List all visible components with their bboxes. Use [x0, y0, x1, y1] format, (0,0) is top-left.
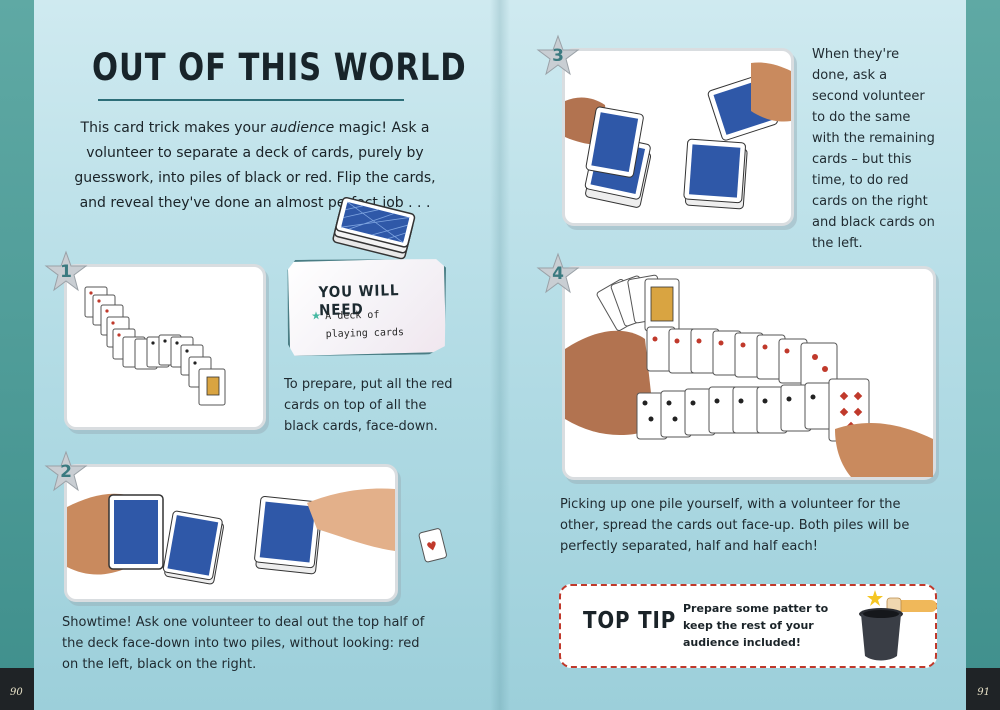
card-ribbon-illustration: [84, 286, 226, 406]
small-card-icon: ♥: [418, 528, 447, 563]
step-2-panel: [64, 464, 398, 602]
intro-emphasis: audience: [270, 120, 335, 136]
book-spine: [490, 0, 510, 710]
step-1-badge: 1: [44, 250, 88, 294]
you-will-need-card: YOU WILL NEED ★ A deck of playing cards: [286, 256, 449, 358]
dealing-piles-illustration: [67, 488, 395, 585]
step-3-badge: 3: [536, 34, 580, 78]
svg-text:♥: ♥: [425, 538, 439, 554]
top-tip-text: Prepare some patter to keep the rest of …: [683, 602, 829, 649]
title-underline: [98, 99, 404, 101]
star-bullet-icon: ★: [311, 309, 322, 323]
star-badge-icon: [44, 450, 88, 492]
step-1-caption: To prepare, put all the red cards on top…: [284, 377, 453, 434]
top-tip-box: TOP TIP Prepare some patter to keep the …: [559, 584, 937, 668]
star-badge-icon: [536, 252, 580, 294]
step-4-number: 4: [552, 264, 564, 284]
star-badge-icon: [536, 34, 580, 76]
step-3-caption: When they're done, ask a second voluntee…: [812, 47, 935, 251]
right-page-edge: [966, 0, 1000, 710]
step-2-caption: Showtime! Ask one volunteer to deal out …: [62, 615, 425, 672]
page-title: OUT OF THIS WORLD: [92, 46, 467, 89]
top-tip-title: TOP TIP: [583, 608, 677, 634]
second-dealing-illustration: [565, 62, 791, 210]
intro-line1-post: magic!: [334, 120, 387, 136]
you-will-need-item: A deck of playing cards: [325, 309, 405, 341]
step-1-panel: [64, 264, 266, 430]
step-1-number: 1: [60, 262, 72, 282]
page-number-left: 90: [10, 687, 23, 698]
step-3-panel: [562, 48, 794, 226]
star-badge-icon: [44, 250, 88, 292]
intro-line1-pre: This card trick makes your: [80, 120, 271, 136]
spread-cards-illustration: [565, 274, 933, 477]
step-4-panel: [562, 266, 936, 480]
page-number-right: 91: [977, 687, 990, 698]
step-2-number: 2: [60, 462, 72, 482]
left-page-edge: [0, 0, 34, 710]
step-4-caption: Picking up one pile yourself, with a vol…: [560, 497, 910, 554]
magic-hat-icon: [859, 590, 937, 661]
step-2-badge: 2: [44, 450, 88, 494]
step-4-badge: 4: [536, 252, 580, 296]
step-3-number: 3: [552, 46, 564, 66]
card-deck-illustration: [332, 196, 416, 260]
